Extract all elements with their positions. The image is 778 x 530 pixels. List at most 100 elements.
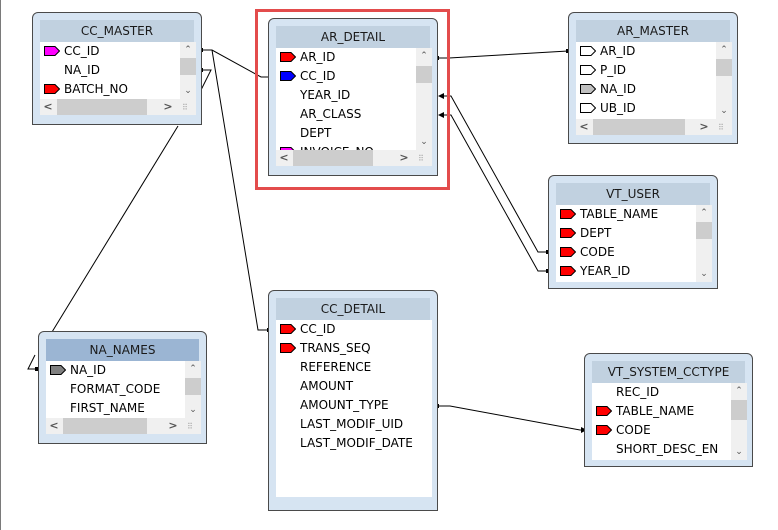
column-row[interactable]: NA_ID — [576, 80, 716, 99]
vertical-scrollbar[interactable]: ⌃ ⌄ — [731, 383, 747, 460]
vertical-scrollbar[interactable]: ⌃ ⌄ — [416, 48, 432, 150]
scroll-up-icon[interactable]: ⌃ — [735, 386, 743, 396]
scroll-left-icon[interactable]: < — [43, 100, 53, 113]
vertical-scrollbar[interactable]: ⌃ ⌄ — [185, 361, 201, 418]
resize-grip-icon[interactable]: ⠿ — [182, 103, 188, 112]
horizontal-scrollbar[interactable]: < > ⠿ — [40, 99, 196, 115]
column-row[interactable]: AMOUNT — [276, 377, 432, 396]
column-row[interactable]: INVOICE_NO — [276, 143, 416, 150]
column-row[interactable]: REFERENCE — [276, 358, 432, 377]
column-row[interactable]: AR_ID — [576, 42, 716, 61]
column-row[interactable]: FORMAT_CODE — [46, 380, 185, 399]
key-icon — [50, 365, 66, 375]
table-title[interactable]: CC_MASTER — [40, 20, 194, 42]
scroll-thumb[interactable] — [57, 99, 147, 115]
table-ar-detail[interactable]: AR_DETAIL AR_IDCC_IDYEAR_IDAR_CLASSDEPTI… — [268, 18, 438, 176]
scroll-down-icon[interactable]: ⌄ — [189, 405, 197, 415]
column-row[interactable]: UB_ID — [576, 99, 716, 118]
column-row[interactable]: AR_ID — [276, 48, 416, 67]
column-row[interactable]: TABLE_NAME — [592, 402, 731, 421]
scroll-right-icon[interactable]: > — [168, 419, 178, 432]
column-row[interactable]: LAST_MODIF_UID — [276, 415, 432, 434]
column-row[interactable]: SHORT_DESC_EN — [592, 440, 731, 459]
column-row[interactable]: CODE — [556, 243, 696, 262]
scroll-thumb[interactable] — [731, 400, 747, 420]
column-row[interactable]: FIRST_NAME — [46, 399, 185, 418]
scroll-left-icon[interactable]: < — [49, 419, 59, 432]
table-title[interactable]: CC_DETAIL — [276, 298, 430, 320]
key-icon — [580, 103, 596, 113]
table-title[interactable]: AR_DETAIL — [276, 26, 430, 48]
scroll-thumb[interactable] — [180, 58, 196, 75]
scroll-down-icon[interactable]: ⌄ — [735, 447, 743, 457]
column-row[interactable]: NA_ID — [46, 361, 185, 380]
column-row[interactable]: CC_ID — [276, 320, 432, 339]
column-row[interactable]: P_ID — [576, 61, 716, 80]
scroll-up-icon[interactable]: ⌃ — [189, 364, 197, 374]
scroll-down-icon[interactable]: ⌄ — [700, 269, 708, 279]
resize-grip-icon[interactable]: ⠿ — [718, 123, 724, 132]
scroll-thumb[interactable] — [63, 418, 147, 434]
scroll-thumb[interactable] — [716, 59, 732, 76]
scroll-up-icon[interactable]: ⌃ — [700, 208, 708, 218]
column-row[interactable]: TRANS_SEQ — [276, 339, 432, 358]
column-row[interactable]: AR_CLASS — [276, 105, 416, 124]
scroll-up-icon[interactable]: ⌃ — [184, 45, 192, 55]
horizontal-scrollbar[interactable]: < > ⠿ — [276, 150, 432, 166]
column-row[interactable]: BATCH_NO — [40, 80, 180, 99]
scroll-left-icon[interactable]: < — [279, 151, 289, 164]
column-row[interactable]: CC_ID — [276, 67, 416, 86]
scroll-thumb[interactable] — [696, 222, 712, 239]
scroll-up-icon[interactable]: ⌃ — [720, 45, 728, 55]
column-row[interactable]: AMOUNT_TYPE — [276, 396, 432, 415]
vertical-scrollbar[interactable]: ⌃ ⌄ — [180, 42, 196, 99]
scroll-left-icon[interactable]: < — [579, 120, 589, 133]
table-title[interactable]: VT_SYSTEM_CCTYPE — [592, 361, 745, 383]
scroll-down-icon[interactable]: ⌄ — [184, 86, 192, 96]
column-name: CODE — [580, 245, 615, 259]
column-row[interactable]: DEPT — [556, 224, 696, 243]
scroll-thumb[interactable] — [293, 150, 373, 166]
column-row[interactable]: YEAR_ID — [556, 262, 696, 281]
scroll-right-icon[interactable]: > — [399, 151, 409, 164]
scroll-down-icon[interactable]: ⌄ — [420, 137, 428, 147]
scroll-down-icon[interactable]: ⌄ — [720, 106, 728, 116]
vertical-scrollbar[interactable]: ⌃ ⌄ — [716, 42, 732, 119]
table-title[interactable]: VT_USER — [556, 183, 710, 205]
scroll-right-icon[interactable]: > — [163, 100, 173, 113]
scroll-thumb[interactable] — [416, 66, 432, 83]
scroll-right-icon[interactable]: > — [699, 120, 709, 133]
column-row[interactable]: LAST_MODIF_DATE — [276, 434, 432, 453]
resize-grip-icon[interactable]: ⠿ — [418, 154, 424, 163]
table-title[interactable]: AR_MASTER — [576, 20, 730, 42]
column-row[interactable]: TABLE_NAME — [556, 205, 696, 224]
horizontal-scrollbar[interactable]: < > ⠿ — [46, 418, 201, 434]
scroll-thumb[interactable] — [185, 378, 201, 395]
vertical-scrollbar[interactable]: ⌃ ⌄ — [696, 205, 712, 282]
column-row[interactable]: CC_ID — [40, 42, 180, 61]
horizontal-scrollbar[interactable]: < > ⠿ — [576, 119, 732, 135]
column-row[interactable]: YEAR_ID — [276, 86, 416, 105]
column-row[interactable]: REC_ID — [592, 383, 731, 402]
resize-grip-icon[interactable]: ⠿ — [187, 422, 193, 431]
column-row[interactable]: DEPT — [276, 124, 416, 143]
scroll-up-icon[interactable]: ⌃ — [420, 51, 428, 61]
column-row[interactable]: CODE — [592, 421, 731, 440]
column-row[interactable]: NA_ID — [40, 61, 180, 80]
table-title[interactable]: NA_NAMES — [46, 339, 199, 361]
scroll-thumb[interactable] — [593, 119, 685, 135]
